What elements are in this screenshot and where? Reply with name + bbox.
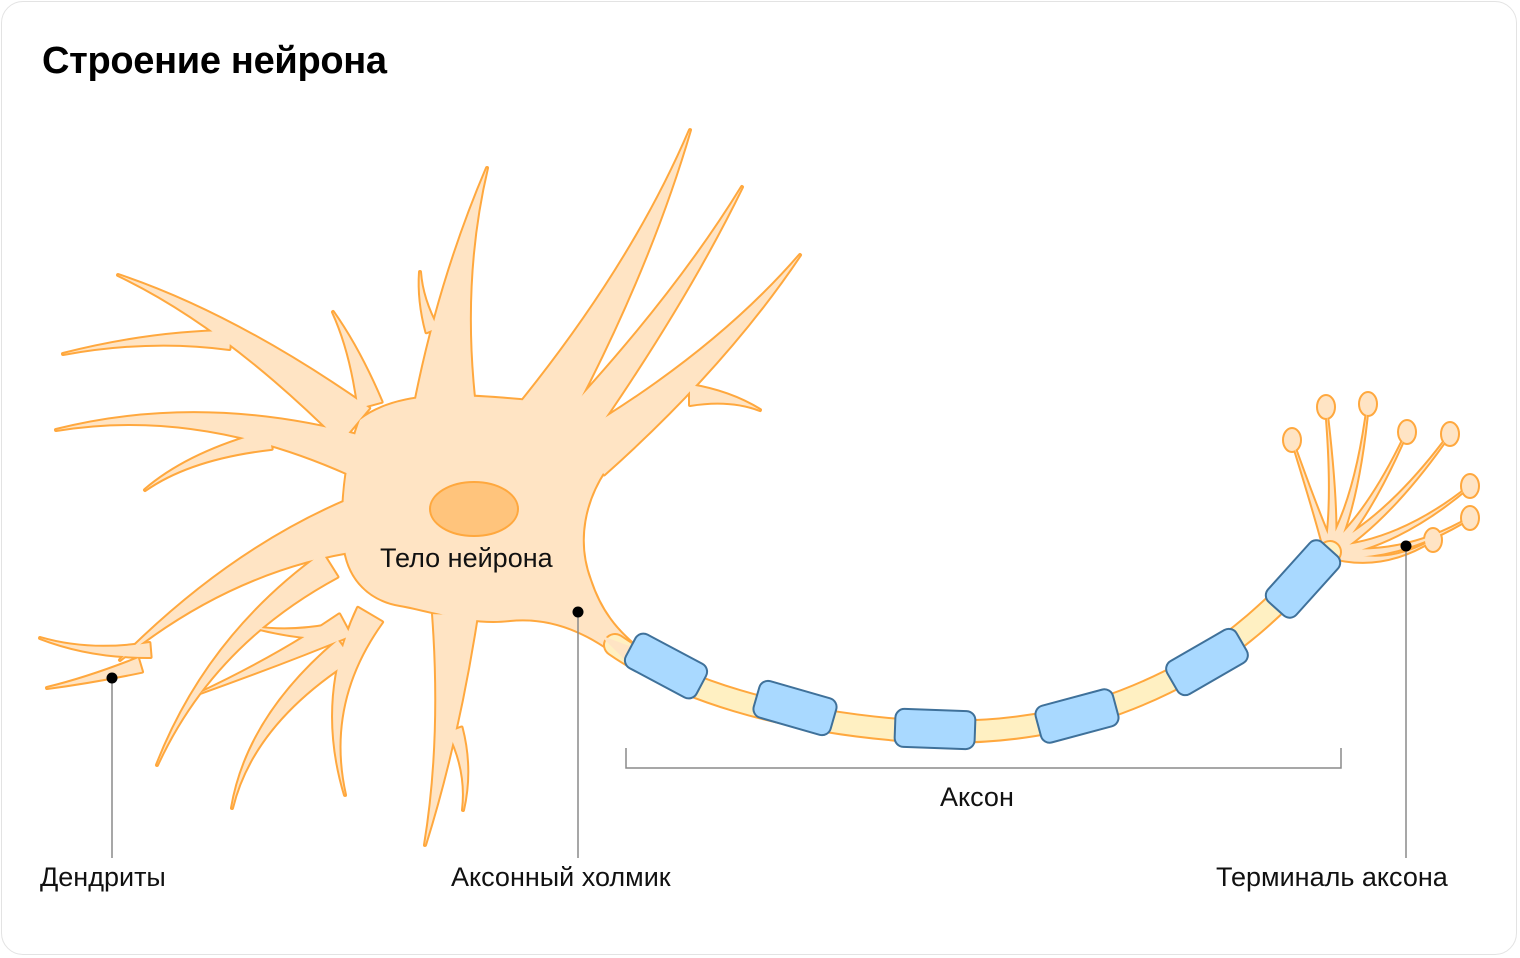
label-dendrites: Дендриты <box>40 862 166 892</box>
axon-bracket <box>625 748 1342 769</box>
pointers <box>111 546 1407 858</box>
diagram-title: Строение нейрона <box>42 40 387 82</box>
neuron-outline <box>38 128 1472 847</box>
hillock-pointer-dot <box>572 606 584 618</box>
label-neuron-body: Тело нейрона <box>380 543 553 573</box>
myelin-sheaths <box>623 539 1342 751</box>
myelin-sheath <box>752 679 838 737</box>
dendrites-pointer-dot <box>106 672 118 684</box>
myelin-sheath <box>1034 688 1120 744</box>
nucleus <box>429 481 519 537</box>
terminal-pointer-dot <box>1400 540 1412 552</box>
label-axon-hillock: Аксонный холмик <box>451 862 671 892</box>
myelin-sheath <box>1264 539 1342 619</box>
label-axon-terminal: Терминаль аксона <box>1216 862 1448 892</box>
myelin-sheath <box>623 632 709 700</box>
label-axon: Аксон <box>940 782 1014 812</box>
myelin-sheath <box>1165 627 1249 697</box>
myelin-sheath <box>893 707 977 751</box>
